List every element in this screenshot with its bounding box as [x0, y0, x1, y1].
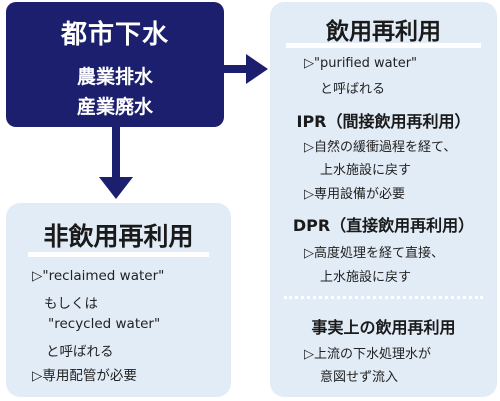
- ipr-line: ▷専用設備が必要: [304, 187, 405, 202]
- dpr-line: 上水施設に戻す: [320, 270, 412, 285]
- non-potable-line: もしくは: [44, 296, 98, 312]
- source-industrial-label: 産業廃水: [76, 96, 153, 118]
- non-potable-reuse-box: 非飲用再利用 ▷"reclaimed water" もしくは "recycled…: [6, 203, 231, 397]
- de-facto-line: 意図せず流入: [320, 370, 399, 385]
- potable-title-divider: [286, 43, 481, 48]
- dpr-line: ▷高度処理を経て直接、: [304, 246, 444, 261]
- de-facto-line: ▷上流の下水処理水が: [304, 347, 431, 362]
- non-potable-line: ▷"reclaimed water": [32, 268, 165, 284]
- non-potable-title-divider: [28, 252, 209, 257]
- ipr-line: ▷自然の緩衝過程を経て、: [304, 140, 457, 155]
- source-box: 都市下水 農業排水 産業廃水: [6, 2, 224, 127]
- ipr-heading: IPR（間接飲用再利用）: [296, 112, 471, 131]
- section-dotted-divider: [284, 296, 483, 299]
- arrow-down-icon: [99, 127, 133, 199]
- arrow-right-icon: [224, 54, 268, 84]
- source-agricultural-label: 農業排水: [76, 66, 153, 88]
- potable-title: 飲用再利用: [326, 19, 441, 45]
- dpr-heading: DPR（直接飲用再利用）: [292, 216, 475, 235]
- potable-intro-line: ▷"purified water": [304, 56, 418, 71]
- non-potable-line: と呼ばれる: [46, 344, 114, 360]
- potable-intro-line: と呼ばれる: [320, 82, 386, 97]
- ipr-line: 上水施設に戻す: [320, 163, 412, 178]
- non-potable-title: 非飲用再利用: [43, 222, 194, 251]
- source-title: 都市下水: [60, 20, 169, 50]
- non-potable-line: "recycled water": [48, 316, 161, 332]
- non-potable-line: ▷専用配管が必要: [32, 368, 137, 384]
- de-facto-heading: 事実上の飲用再利用: [311, 318, 456, 337]
- potable-reuse-box: 飲用再利用 ▷"purified water" と呼ばれる IPR（間接飲用再利…: [270, 2, 497, 397]
